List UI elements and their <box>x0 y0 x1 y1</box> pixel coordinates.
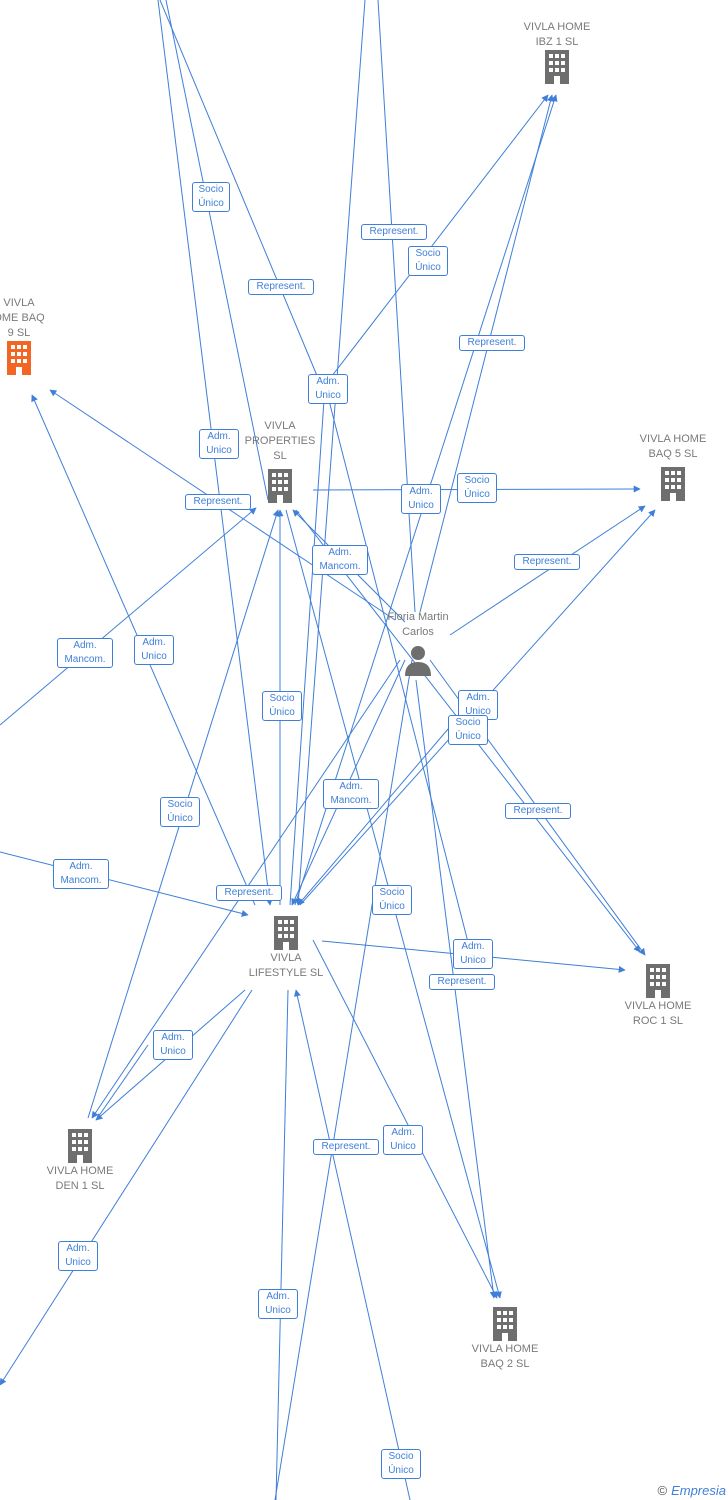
building-icon <box>646 964 670 998</box>
edge-line <box>289 384 326 906</box>
edge-label[interactable]: Represent. <box>459 335 525 351</box>
edge-label[interactable]: Adm.Unico <box>383 1125 423 1155</box>
node-label: IBZ 1 SL <box>535 36 579 48</box>
edge-label[interactable]: Adm.Unico <box>258 1289 298 1319</box>
node-label: LIFESTYLE SL <box>248 967 324 979</box>
building-icon <box>68 1129 92 1163</box>
edge-label[interactable]: Adm.Mancom. <box>312 545 368 575</box>
node-vivla-home-baq5[interactable]: VIVLA HOME BAQ 5 SL <box>628 432 718 502</box>
edge-label[interactable]: Represent. <box>313 1139 379 1155</box>
edge-label[interactable]: Adm.Mancom. <box>323 779 379 809</box>
edge-line <box>165 0 269 501</box>
edge-line <box>159 0 319 379</box>
node-label: BAQ 2 SL <box>480 1358 530 1370</box>
edge-line <box>419 94 554 613</box>
edge-label[interactable]: Adm.Unico <box>308 374 348 404</box>
node-label: 9 SL <box>7 327 31 339</box>
edge-label[interactable]: Adm.Unico <box>401 484 441 514</box>
edge-line <box>0 851 249 917</box>
node-label: VIVLA HOME <box>523 21 591 33</box>
edge-line <box>324 384 471 951</box>
edge-label[interactable]: Adm.Unico <box>58 1241 98 1271</box>
edge-line <box>275 989 289 1500</box>
node-label: SL <box>273 450 287 462</box>
edge-line <box>297 714 461 906</box>
person-icon <box>405 646 431 676</box>
edge-label[interactable]: Adm.Mancom. <box>53 859 109 889</box>
edge-label[interactable]: Adm.Mancom. <box>57 638 113 668</box>
edge-label[interactable]: Represent. <box>185 494 251 510</box>
node-vivla-home-ibz1[interactable]: VIVLA HOME IBZ 1 SL <box>512 20 602 84</box>
edge-line <box>274 659 413 1500</box>
logo-text: Empresia <box>671 1483 726 1498</box>
edge-label[interactable]: Represent. <box>216 885 282 901</box>
node-label: VIVLA HOME <box>624 1000 692 1012</box>
edge-label[interactable]: Adm.Unico <box>199 429 239 459</box>
node-label: VIVLA <box>264 420 296 432</box>
node-label: Floria Martin <box>387 611 449 623</box>
node-vivla-lifestyle[interactable]: VIVLA LIFESTYLE SL <box>238 915 334 981</box>
node-label: VIVLA <box>270 952 302 964</box>
node-label: VIVLA <box>3 297 35 309</box>
node-vivla-home-baq9[interactable]: VIVLA OME BAQ 9 SL <box>0 296 58 375</box>
node-label: ROC 1 SL <box>632 1015 684 1027</box>
node-vivla-properties[interactable]: VIVLA PROPERTIES SL <box>235 419 325 504</box>
node-label: VIVLA HOME <box>639 433 707 445</box>
node-person-floria-martin-carlos[interactable]: Floria Martin Carlos <box>373 610 463 676</box>
edge-line <box>377 0 416 613</box>
building-icon <box>268 469 292 503</box>
node-label: BAQ 5 SL <box>648 448 698 460</box>
edge-line <box>312 939 498 1299</box>
edge-line <box>0 507 257 726</box>
copyright-symbol: © <box>657 1483 668 1498</box>
edge-label[interactable]: Represent. <box>505 803 571 819</box>
edge-label[interactable]: Adm.Unico <box>153 1030 193 1060</box>
node-label: OME BAQ <box>0 312 45 324</box>
edge-line <box>324 94 549 386</box>
node-vivla-home-baq2[interactable]: VIVLA HOME BAQ 2 SL <box>460 1306 550 1372</box>
edge-line <box>293 989 411 1500</box>
building-icon <box>661 467 685 501</box>
node-label: VIVLA HOME <box>46 1165 114 1177</box>
node-label: VIVLA HOME <box>471 1343 539 1355</box>
edge-label[interactable]: Represent. <box>361 224 427 240</box>
edge-label[interactable]: Represent. <box>514 554 580 570</box>
edge-label[interactable]: Represent. <box>429 974 495 990</box>
node-label: DEN 1 SL <box>55 1180 105 1192</box>
edge-line <box>449 505 646 636</box>
empresia-logo[interactable]: ©Empresia <box>657 1483 726 1498</box>
node-label: PROPERTIES <box>244 435 316 447</box>
edge-line <box>0 989 253 1386</box>
edge-label[interactable]: Adm.Unico <box>134 635 174 665</box>
edge-line <box>294 0 366 906</box>
edge-line <box>95 1044 149 1121</box>
building-icon <box>7 341 31 375</box>
node-vivla-home-den1[interactable]: VIVLA HOME DEN 1 SL <box>35 1128 125 1194</box>
edge-label[interactable]: Adm.Unico <box>453 939 493 969</box>
edge-label[interactable]: Represent. <box>248 279 314 295</box>
node-label: Carlos <box>402 626 434 638</box>
building-icon <box>274 916 298 950</box>
node-vivla-home-roc1[interactable]: VIVLA HOME ROC 1 SL <box>613 963 703 1029</box>
building-icon <box>493 1307 517 1341</box>
building-icon <box>545 50 569 84</box>
